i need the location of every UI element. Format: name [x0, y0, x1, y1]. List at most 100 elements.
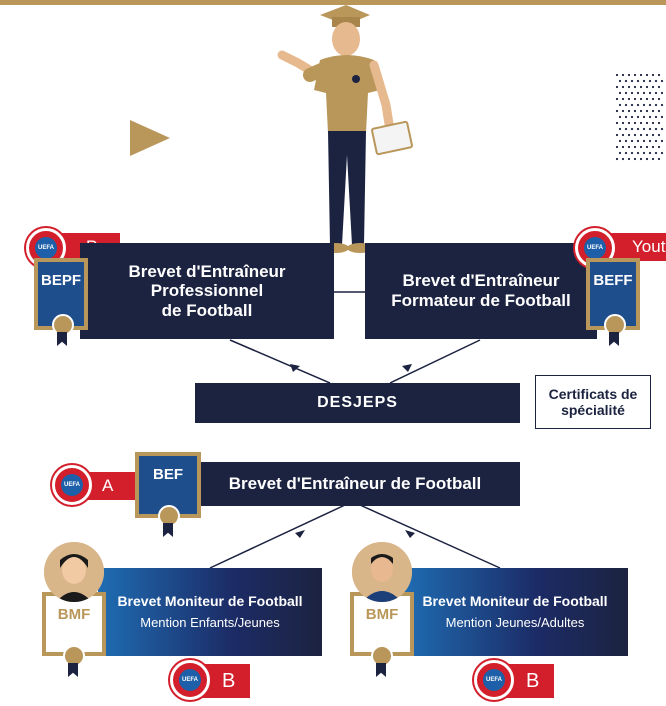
- dot: [630, 91, 634, 95]
- dot: [624, 91, 628, 95]
- diploma-ribbon-icon: [163, 523, 173, 537]
- dot: [621, 73, 625, 77]
- dot: [654, 91, 658, 95]
- diploma-ribbon-icon: [609, 332, 619, 346]
- dot: [639, 121, 643, 125]
- dot: [654, 79, 658, 83]
- avatar-adult-icon: [352, 542, 412, 602]
- dot: [651, 145, 655, 149]
- dot: [636, 127, 640, 131]
- dot: [642, 151, 646, 155]
- dot: [621, 109, 625, 113]
- dot: [615, 133, 619, 137]
- dot: [615, 73, 619, 77]
- dot: [648, 127, 652, 131]
- bef-box: Brevet d'Entraîneur de Football: [190, 462, 520, 506]
- dot: [657, 97, 661, 101]
- certificats-line-2: spécialité: [561, 402, 625, 418]
- dot: [648, 103, 652, 107]
- certificats-line-1: Certificats de: [548, 385, 638, 402]
- bmf-right-box: Brevet Moniteur de Football Mention Jeun…: [402, 568, 628, 656]
- dot: [660, 103, 664, 107]
- uefa-logo-text: UEFA: [61, 474, 83, 496]
- dot: [654, 151, 658, 155]
- dot: [627, 145, 631, 149]
- dot: [621, 145, 625, 149]
- dot: [630, 79, 634, 83]
- diploma-ribbon-icon: [376, 663, 386, 677]
- dot: [633, 121, 637, 125]
- dot: [642, 127, 646, 131]
- dot: [630, 151, 634, 155]
- dot: [657, 121, 661, 125]
- dot: [630, 127, 634, 131]
- dot: [639, 145, 643, 149]
- dot: [618, 79, 622, 83]
- bepf-box: Brevet d'Entraîneur Professionnel de Foo…: [80, 243, 334, 339]
- dot: [642, 115, 646, 119]
- dot: [615, 157, 619, 161]
- bmf-right-subtitle: Mention Jeunes/Adultes: [445, 614, 585, 630]
- uefa-logo-text: UEFA: [483, 669, 505, 691]
- dot: [630, 115, 634, 119]
- dot: [624, 127, 628, 131]
- dot: [615, 97, 619, 101]
- dot: [642, 103, 646, 107]
- dot: [630, 103, 634, 107]
- dot: [630, 139, 634, 143]
- dot: [636, 103, 640, 107]
- dot: [624, 139, 628, 143]
- dot: [624, 151, 628, 155]
- bepf-line-2: Professionnel: [150, 281, 264, 301]
- dot: [633, 73, 637, 77]
- dot: [657, 109, 661, 113]
- bef-label: Brevet d'Entraîneur de Football: [228, 474, 482, 494]
- dot: [660, 115, 664, 119]
- coach-illustration: [277, 5, 413, 253]
- dot: [657, 133, 661, 137]
- dot: [618, 151, 622, 155]
- dot: [633, 85, 637, 89]
- dot: [660, 79, 664, 83]
- dot: [627, 109, 631, 113]
- tag-b-left-label: B: [222, 669, 236, 692]
- dot: [639, 85, 643, 89]
- dot: [651, 121, 655, 125]
- dot: [645, 97, 649, 101]
- dot: [618, 91, 622, 95]
- dot: [645, 109, 649, 113]
- bmf-right-title: Brevet Moniteur de Football: [422, 593, 608, 610]
- dot: [618, 103, 622, 107]
- dot: [657, 157, 661, 161]
- dot: [636, 91, 640, 95]
- diploma-bef-label: BEF: [153, 466, 183, 483]
- dot: [660, 127, 664, 131]
- dot: [657, 73, 661, 77]
- dot: [621, 97, 625, 101]
- top-gold-bar: [0, 0, 666, 5]
- uefa-logo-icon: UEFA: [170, 660, 210, 700]
- dot: [621, 157, 625, 161]
- dot: [639, 133, 643, 137]
- dot: [657, 145, 661, 149]
- dot: [648, 151, 652, 155]
- dot: [627, 121, 631, 125]
- diploma-bmf-left-label: BMF: [57, 606, 91, 623]
- tag-b-right-label: B: [526, 669, 540, 692]
- dot: [651, 73, 655, 77]
- dot: [639, 73, 643, 77]
- beff-box: Brevet d'Entraîneur Formateur de Footbal…: [365, 243, 597, 339]
- dot: [639, 157, 643, 161]
- dot: [645, 145, 649, 149]
- diploma-bmf-right-label: BMF: [365, 606, 399, 623]
- tag-youth-label: Youth: [632, 237, 666, 256]
- dot: [624, 115, 628, 119]
- dot: [645, 85, 649, 89]
- uefa-logo-text: UEFA: [584, 237, 606, 259]
- dot: [654, 139, 658, 143]
- dot: [639, 109, 643, 113]
- dot: [633, 145, 637, 149]
- desjeps-label: DESJEPS: [317, 393, 398, 411]
- dot: [627, 157, 631, 161]
- uefa-logo-icon: UEFA: [52, 465, 92, 505]
